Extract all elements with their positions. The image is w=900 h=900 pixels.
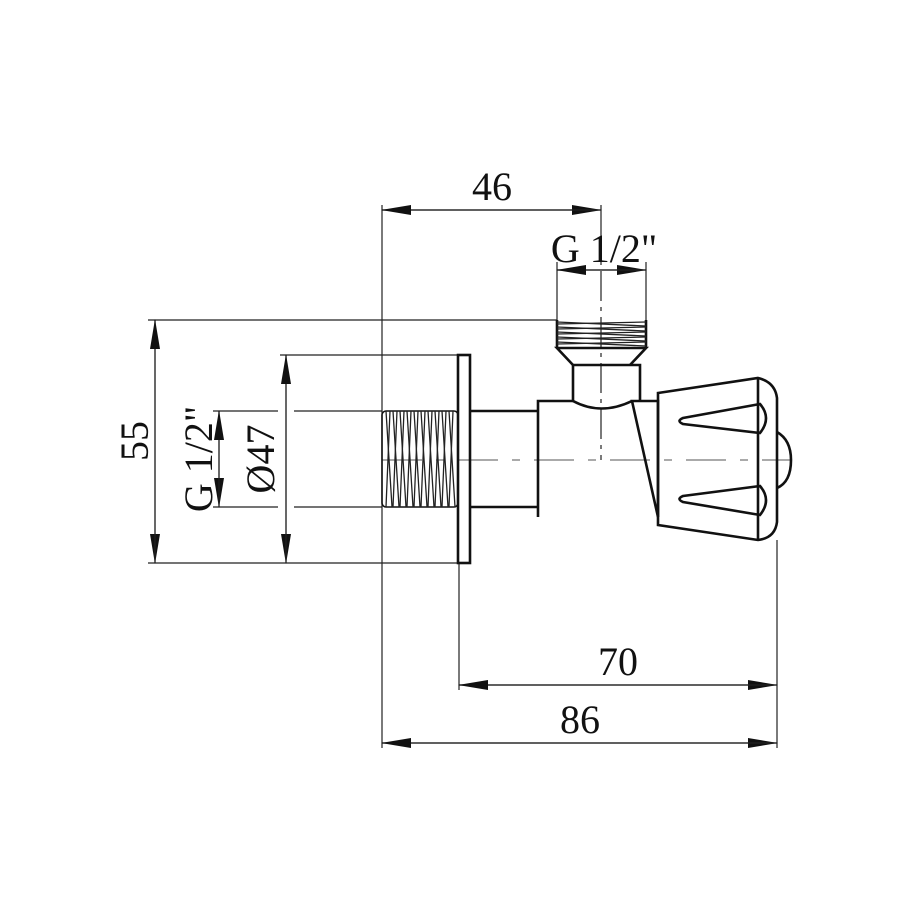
- knob-cap: [776, 430, 793, 490]
- dim-55-label: 55: [112, 421, 157, 461]
- threaded-outlet: [553, 320, 650, 402]
- inlet-pipe: [470, 409, 538, 509]
- dim-outlet-thread-label: G 1/2": [551, 226, 657, 271]
- dim-inlet-thread-label: G 1/2": [176, 406, 221, 512]
- handwheel-knob: [656, 376, 779, 542]
- valve-body: [536, 399, 660, 518]
- dim-diameter-47-label: Ø47: [238, 425, 283, 494]
- dim-70-label: 70: [598, 639, 638, 684]
- dim-46-label: 46: [472, 164, 512, 209]
- dim-86-label: 86: [560, 697, 600, 742]
- wall-flange: [456, 353, 472, 565]
- dimension-labels: 46 G 1/2" 55 G 1/2" Ø47 70 86: [112, 164, 657, 742]
- dimension-lines: [150, 205, 778, 748]
- threaded-inlet: [381, 410, 459, 508]
- extension-lines: [148, 205, 778, 748]
